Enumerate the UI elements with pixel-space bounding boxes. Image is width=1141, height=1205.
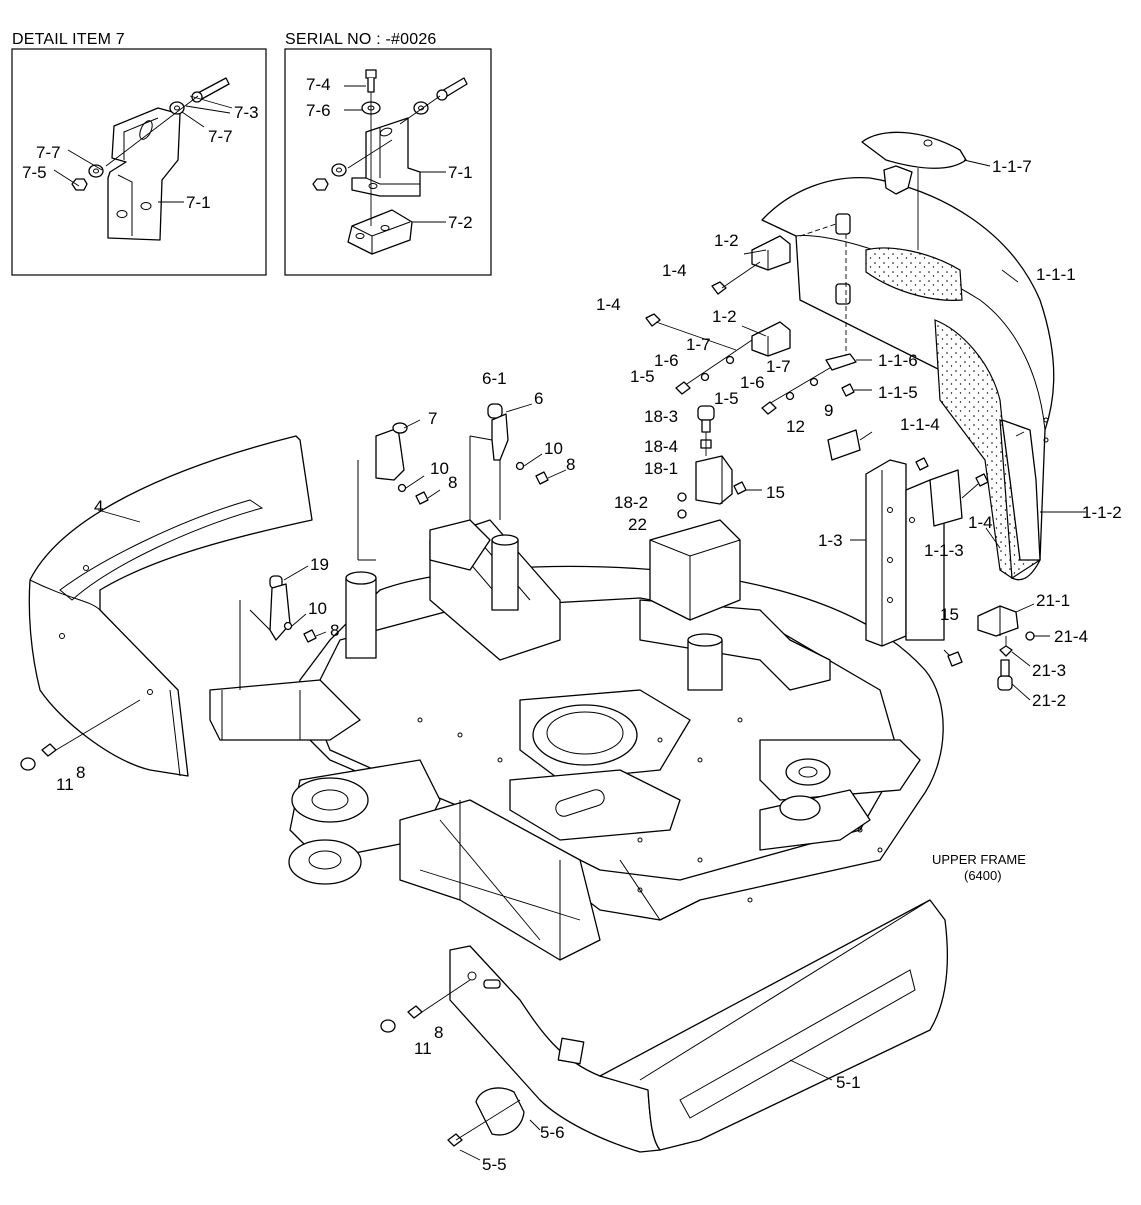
label-1-7: 1-7 [686, 335, 711, 354]
label-1-4: 1-4 [968, 513, 993, 532]
label-5-1: 5-1 [836, 1073, 861, 1092]
label-10: 10 [308, 599, 327, 618]
label-4: 4 [94, 497, 103, 516]
plate-7-2 [347, 209, 413, 255]
bracket-6 [469, 403, 567, 520]
label-22: 22 [628, 515, 647, 534]
label-8: 8 [76, 763, 85, 782]
label-15: 15 [766, 483, 785, 502]
upper-frame [209, 519, 944, 961]
label-21-2: 21-2 [1032, 691, 1066, 710]
label-11: 11 [56, 775, 74, 794]
label-8: 8 [434, 1023, 443, 1042]
label-18-3: 18-3 [644, 407, 678, 426]
label-1-5: 1-5 [630, 367, 655, 386]
label-1-4: 1-4 [662, 261, 687, 280]
detail-box-title: DETAIL ITEM 7 [12, 31, 125, 48]
label-1-1-6: 1-1-6 [878, 351, 918, 370]
label-7-5: 7-5 [22, 163, 47, 182]
label-8: 8 [448, 473, 457, 492]
bracket-7 [357, 419, 441, 561]
label-21-3: 21-3 [1032, 661, 1066, 680]
frame-post-1-3 [827, 429, 989, 667]
label-7-7: 7-7 [208, 127, 233, 146]
label-7-6: 7-6 [306, 101, 331, 120]
detail-box-frame [11, 48, 267, 276]
upper-frame-caption: UPPER FRAME [932, 852, 1026, 867]
label-18-1: 18-1 [644, 459, 678, 478]
bracket-18 [677, 405, 762, 519]
label-7-4: 7-4 [306, 75, 331, 94]
bracket-19 [239, 565, 327, 690]
label-1-1-2: 1-1-2 [1082, 503, 1122, 522]
label-18-2: 18-2 [614, 493, 648, 512]
label-7-7: 7-7 [36, 143, 61, 162]
label-1-2: 1-2 [714, 231, 739, 250]
label-6-1: 6-1 [482, 369, 507, 388]
label-8: 8 [566, 455, 575, 474]
label-10: 10 [430, 459, 449, 478]
label-21-1: 21-1 [1036, 591, 1070, 610]
label-1-1-1: 1-1-1 [1036, 265, 1076, 284]
hinge-bracket-1-2 [751, 235, 791, 357]
label-7-2: 7-2 [448, 213, 473, 232]
bolt-holes [417, 717, 883, 903]
upper-frame-code: (6400) [964, 868, 1002, 883]
detail-box-item-7: DETAIL ITEM 7 7-3 7-7 7-7 7-5 7-1 [11, 31, 267, 276]
label-11: 11 [414, 1039, 432, 1058]
detail-box-title: SERIAL NO : -#0026 [285, 31, 437, 48]
label-9: 9 [824, 401, 833, 420]
label-1-6: 1-6 [740, 373, 765, 392]
label-1-7: 1-7 [766, 357, 791, 376]
label-1-6: 1-6 [654, 351, 679, 370]
side-cover-4 [28, 435, 313, 777]
bracket-21 [977, 603, 1050, 701]
label-7-1: 7-1 [186, 193, 211, 212]
counterweight-5-1 [447, 899, 948, 1161]
label-1-4: 1-4 [596, 295, 621, 314]
label-19: 19 [310, 555, 329, 574]
label-7-1: 7-1 [448, 163, 473, 182]
label-1-5: 1-5 [714, 389, 739, 408]
label-5-5: 5-5 [482, 1155, 507, 1174]
label-7-3: 7-3 [234, 103, 259, 122]
label-1-1-3: 1-1-3 [924, 541, 964, 560]
detail-box-frame [284, 48, 492, 276]
label-21-4: 21-4 [1054, 627, 1088, 646]
label-6: 6 [534, 389, 543, 408]
label-1-3: 1-3 [818, 531, 843, 550]
label-15: 15 [940, 605, 959, 624]
label-1-1-5: 1-1-5 [878, 383, 918, 402]
label-18-4: 18-4 [644, 437, 678, 456]
hood-cover-1-1-7 [861, 131, 991, 250]
cover-plate-5-6 [475, 1087, 525, 1136]
label-1-1-4: 1-1-4 [900, 415, 940, 434]
detail-box-serial: SERIAL NO : -#0026 7-4 7-6 7-1 7-2 [284, 31, 492, 276]
bracket-7-1 [351, 117, 421, 197]
engine-hood-1-1-1 [761, 176, 1055, 581]
label-5-6: 5-6 [540, 1123, 565, 1142]
bracket-7-1 [107, 107, 181, 241]
label-10: 10 [544, 439, 563, 458]
label-7: 7 [428, 409, 437, 428]
label-12: 12 [786, 417, 805, 436]
label-1-1-7: 1-1-7 [992, 157, 1032, 176]
label-1-2: 1-2 [712, 307, 737, 326]
callout-labels: 1-1-7 1-1-1 1-2 1-4 1-4 1-2 1-7 1-6 1-5 … [56, 157, 1122, 1174]
label-8: 8 [330, 621, 339, 640]
